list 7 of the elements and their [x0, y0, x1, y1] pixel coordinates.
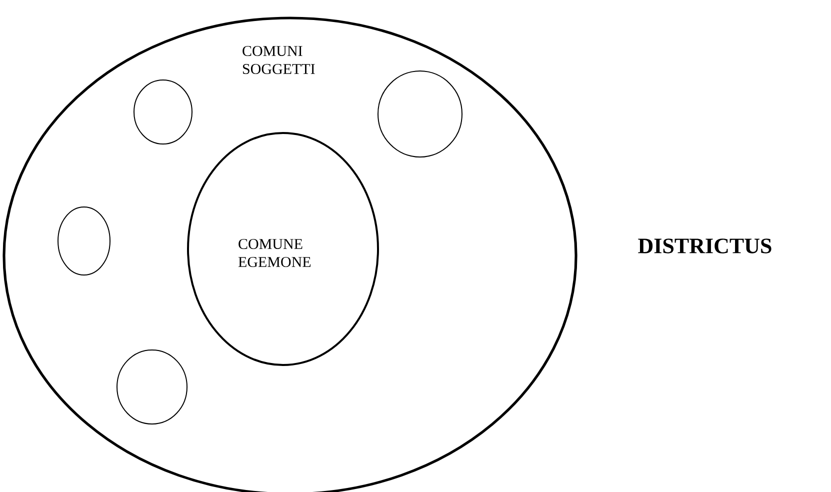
- circle: [116, 350, 188, 424]
- circle: [58, 206, 110, 276]
- region-label: COMUNI SOGGETTI: [242, 46, 315, 74]
- circle: [378, 70, 462, 158]
- region-title: DISTRICTUS: [638, 238, 772, 254]
- region-label: COMUNE EGEMONE: [238, 238, 311, 268]
- circle: [134, 80, 192, 144]
